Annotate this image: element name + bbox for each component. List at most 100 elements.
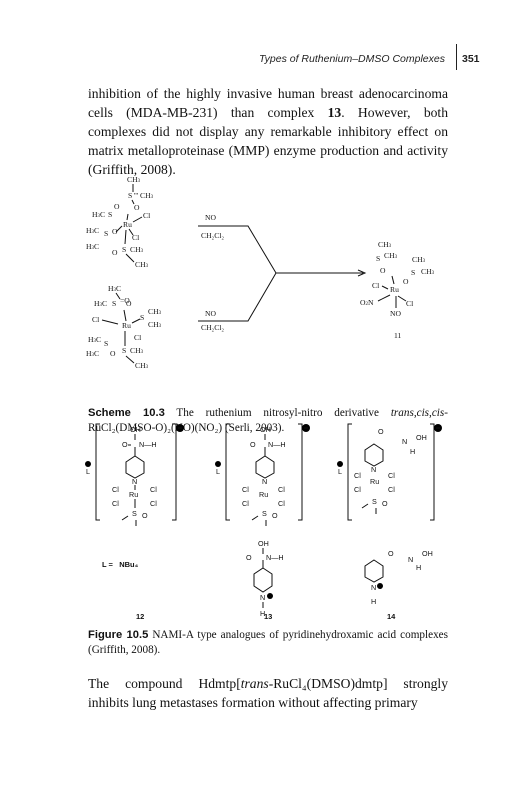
svg-text:O: O bbox=[250, 440, 256, 449]
svg-text:L: L bbox=[216, 467, 220, 476]
svg-text:Cl: Cl bbox=[92, 315, 99, 324]
svg-text:CH3: CH3 bbox=[412, 255, 426, 264]
svg-text:CH3: CH3 bbox=[148, 320, 162, 329]
svg-text:L: L bbox=[338, 467, 342, 476]
svg-text:S: S bbox=[376, 254, 380, 263]
svg-text:O: O bbox=[142, 511, 148, 520]
svg-text:S: S bbox=[411, 268, 415, 277]
svg-text:Cl: Cl bbox=[372, 281, 379, 290]
svg-text:Ru: Ru bbox=[259, 490, 268, 499]
svg-text:O: O bbox=[122, 440, 128, 449]
svg-text:O: O bbox=[378, 427, 384, 436]
scheme-reagent-no-bottom: NO bbox=[205, 309, 216, 318]
svg-text:Cl: Cl bbox=[278, 499, 285, 508]
svg-text:OH: OH bbox=[422, 549, 433, 558]
svg-text:N—H: N—H bbox=[139, 440, 157, 449]
svg-text:H3C: H3C bbox=[86, 242, 99, 251]
svg-text:H3C: H3C bbox=[108, 284, 121, 293]
running-title: Types of Ruthenium–DMSO Complexes bbox=[259, 53, 445, 65]
svg-text:O2N: O2N bbox=[360, 298, 374, 307]
svg-text:Cl: Cl bbox=[134, 333, 141, 342]
compound-number-13: 13 bbox=[264, 612, 273, 621]
svg-text:CH3: CH3 bbox=[130, 245, 144, 254]
svg-text:OH: OH bbox=[416, 433, 427, 442]
scheme-product-number: 11 bbox=[394, 331, 402, 340]
svg-text:Cl: Cl bbox=[143, 211, 150, 220]
scheme-solvent-bottom: CH₂Cl₂ bbox=[201, 323, 224, 332]
svg-text:H3C: H3C bbox=[86, 349, 99, 358]
svg-text:S: S bbox=[132, 509, 137, 518]
svg-text:O: O bbox=[380, 266, 386, 275]
svg-text:O: O bbox=[134, 203, 140, 212]
svg-text:OH: OH bbox=[258, 539, 269, 548]
svg-text:N: N bbox=[408, 555, 413, 564]
compound-number-14: 14 bbox=[387, 612, 396, 621]
svg-text:CH3: CH3 bbox=[378, 240, 392, 249]
svg-text:H3C: H3C bbox=[88, 335, 101, 344]
svg-text:OH: OH bbox=[260, 425, 271, 434]
svg-text:S: S bbox=[104, 229, 108, 238]
svg-text:Ru: Ru bbox=[390, 285, 399, 294]
scheme-caption: Scheme 10.3 The ruthenium nitrosyl-nitro… bbox=[88, 407, 448, 434]
svg-text:O: O bbox=[114, 202, 120, 211]
figure-caption: Figure 10.5 NAMI-A type analogues of pyr… bbox=[88, 629, 448, 656]
svg-text:L: L bbox=[86, 467, 90, 476]
svg-text:H3C: H3C bbox=[94, 299, 107, 308]
svg-text:Cl: Cl bbox=[242, 499, 249, 508]
svg-text:N: N bbox=[371, 583, 376, 592]
svg-text:CH3: CH3 bbox=[421, 267, 435, 276]
svg-text:S: S bbox=[112, 299, 116, 308]
svg-text:O: O bbox=[246, 553, 252, 562]
svg-text:S: S bbox=[122, 245, 126, 254]
svg-text:Cl: Cl bbox=[150, 485, 157, 494]
svg-text:CH3: CH3 bbox=[384, 251, 398, 260]
svg-text:N: N bbox=[371, 465, 376, 474]
svg-text:S: S bbox=[140, 313, 144, 322]
svg-text:H: H bbox=[410, 447, 415, 456]
svg-text:NO: NO bbox=[390, 309, 401, 318]
scheme-solvent-top: CH₂Cl₂ bbox=[201, 231, 224, 240]
svg-text:Cl: Cl bbox=[112, 485, 119, 494]
svg-text:S: S bbox=[108, 210, 112, 219]
page-number: 351 bbox=[462, 53, 480, 65]
svg-text:O: O bbox=[126, 299, 132, 308]
svg-text:Cl: Cl bbox=[388, 485, 395, 494]
svg-text:Cl: Cl bbox=[150, 499, 157, 508]
svg-text:H: H bbox=[260, 609, 265, 618]
svg-text:H: H bbox=[371, 597, 376, 606]
svg-text:Cl: Cl bbox=[354, 485, 361, 494]
svg-text:CH3: CH3 bbox=[130, 346, 144, 355]
svg-text:S: S bbox=[122, 346, 126, 355]
svg-text:Ru: Ru bbox=[129, 490, 138, 499]
svg-text:O: O bbox=[388, 549, 394, 558]
svg-text:N: N bbox=[132, 477, 137, 486]
svg-text:N: N bbox=[262, 477, 267, 486]
svg-text:O: O bbox=[112, 227, 118, 236]
svg-text:CH3: CH3 bbox=[135, 361, 149, 370]
svg-text:O: O bbox=[112, 248, 118, 257]
svg-text:O: O bbox=[110, 349, 116, 358]
svg-text:''': ''' bbox=[134, 191, 139, 200]
reaction-line-bottom bbox=[198, 272, 277, 322]
svg-text:Cl: Cl bbox=[278, 485, 285, 494]
svg-text:S: S bbox=[128, 191, 132, 200]
svg-text:Cl: Cl bbox=[242, 485, 249, 494]
svg-text:O: O bbox=[272, 511, 278, 520]
svg-text:H: H bbox=[416, 563, 421, 572]
body-paragraph-2: The compound Hdmtp[trans-RuCl₄(DMSO)dmtp… bbox=[88, 676, 448, 710]
svg-text:OH: OH bbox=[130, 425, 141, 434]
svg-text:Cl: Cl bbox=[112, 499, 119, 508]
svg-text:S: S bbox=[372, 497, 377, 506]
svg-text:N—H: N—H bbox=[268, 440, 286, 449]
svg-text:=O: =O bbox=[120, 296, 130, 305]
svg-text:Cl: Cl bbox=[406, 299, 413, 308]
svg-text:N—H: N—H bbox=[266, 553, 284, 562]
svg-text:N: N bbox=[260, 593, 265, 602]
